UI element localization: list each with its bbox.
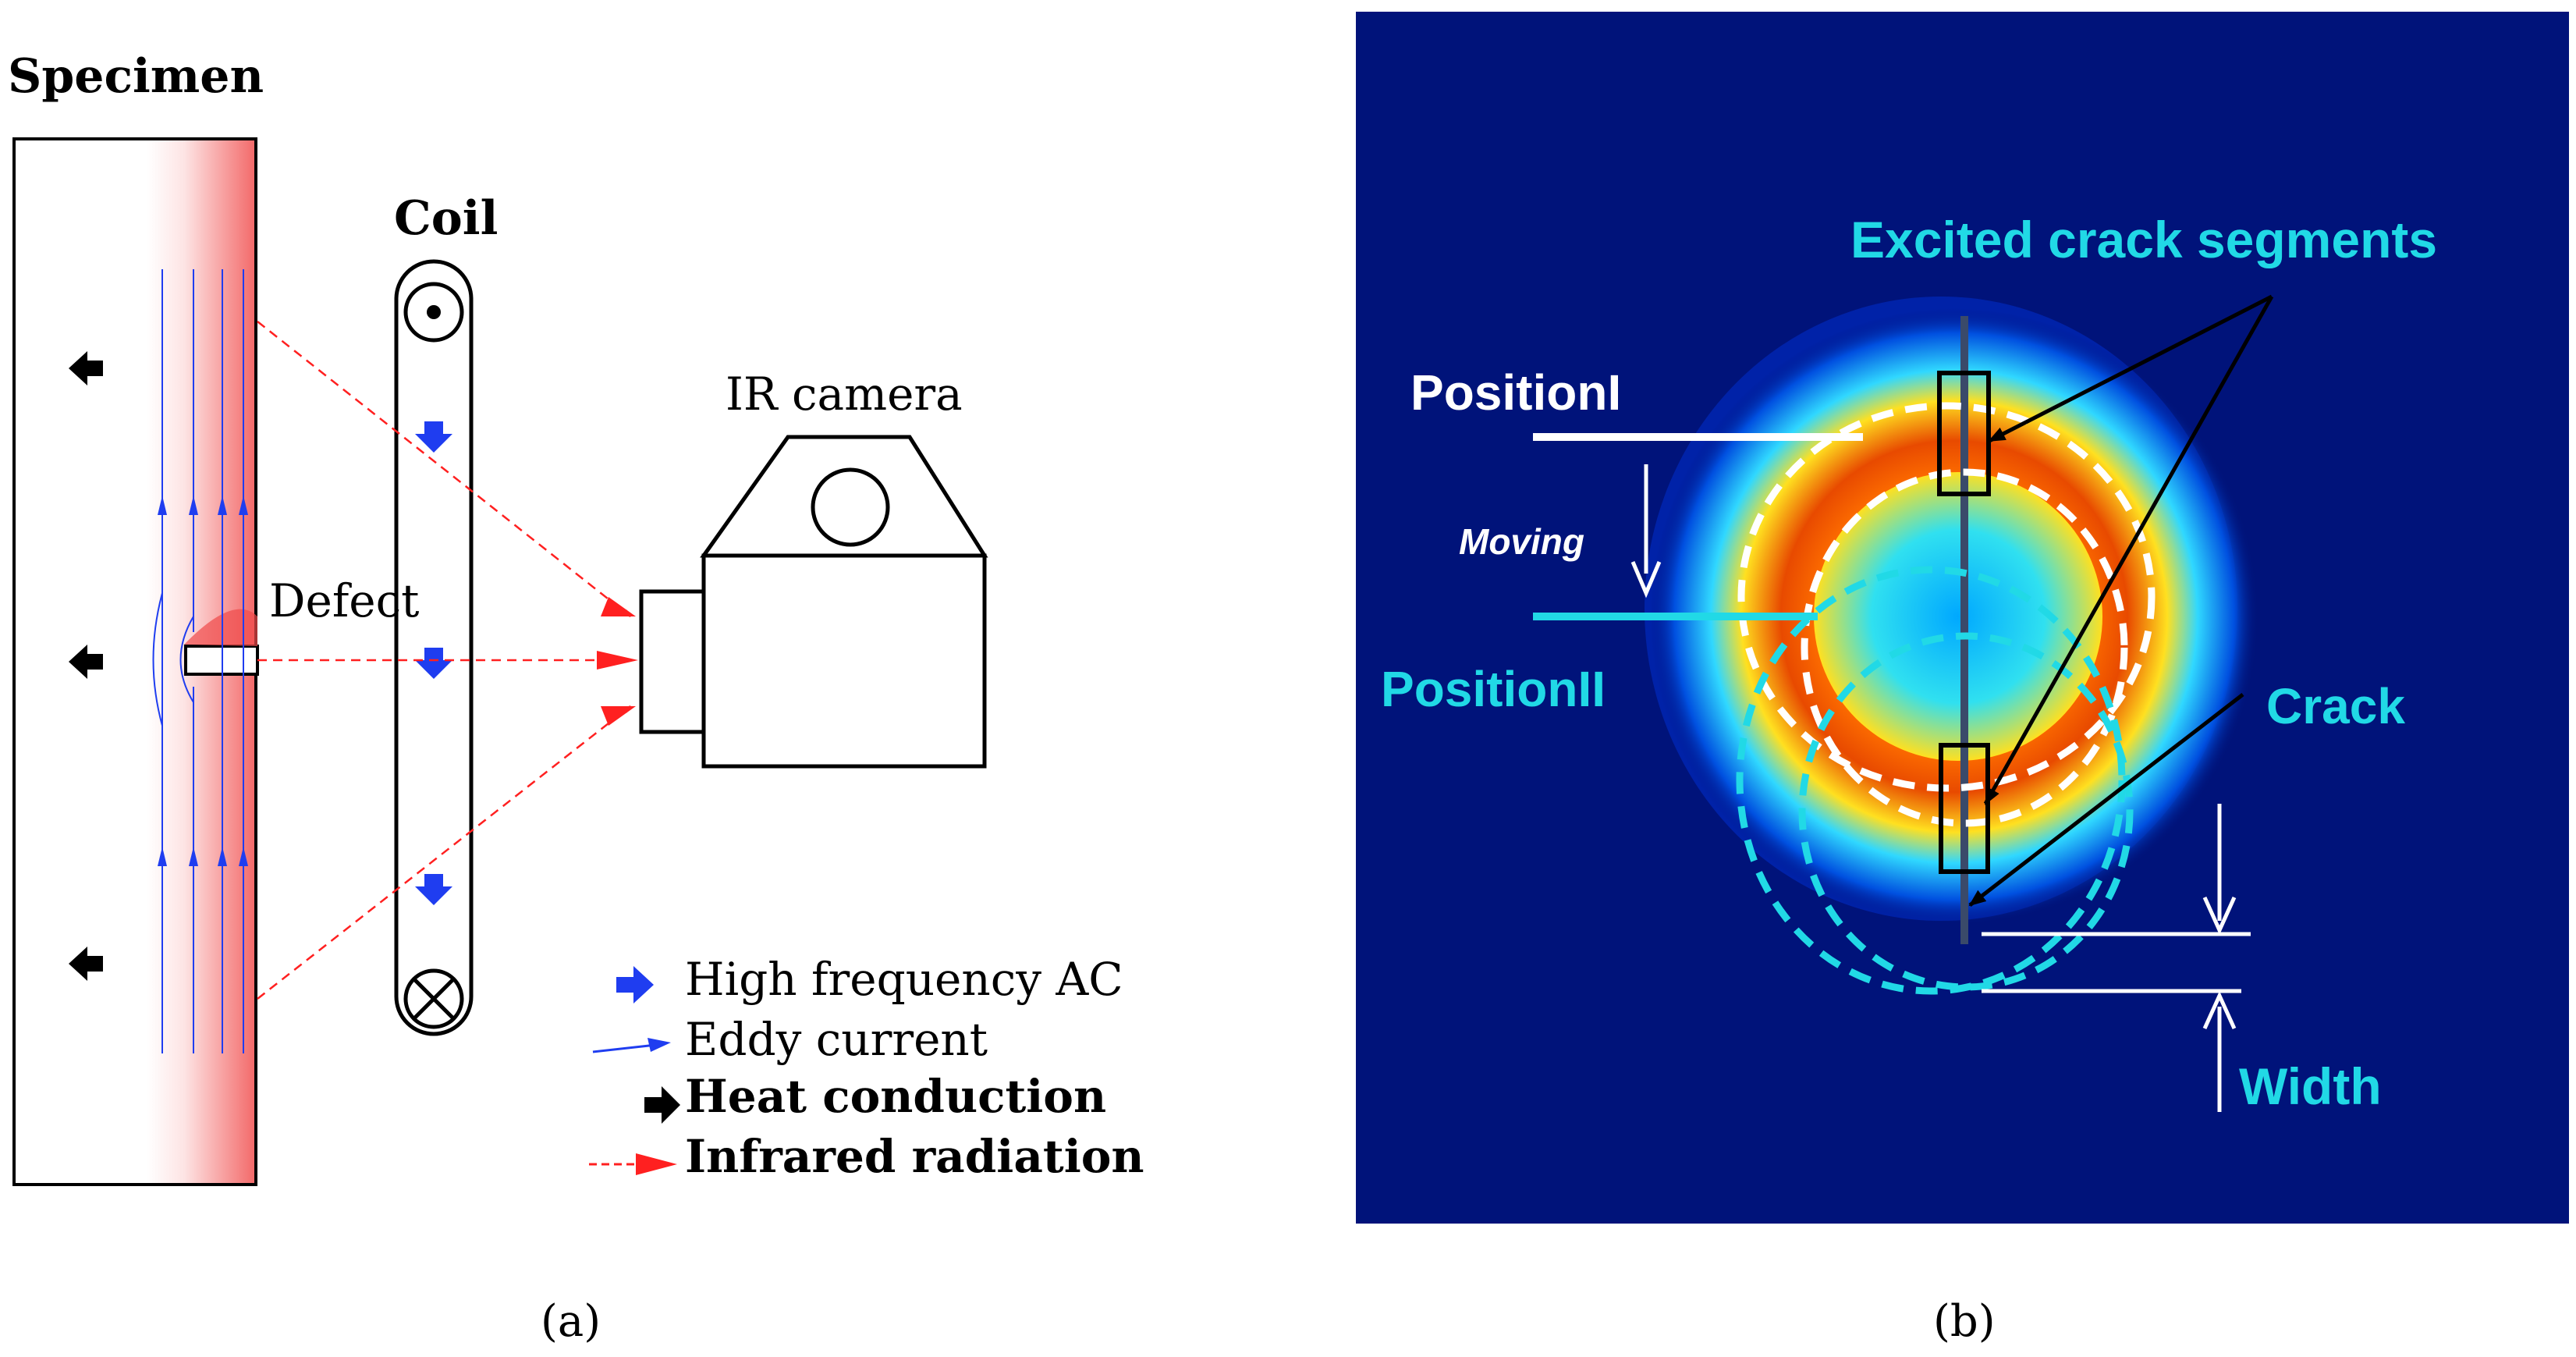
coil-position-2 bbox=[1736, 566, 2134, 995]
coil-current-arrows bbox=[415, 421, 452, 905]
excited-pointer-arrows bbox=[1983, 294, 2274, 805]
black-block-arrow-icon bbox=[644, 1086, 680, 1124]
heat-ring-inner bbox=[1814, 472, 2102, 761]
blue-block-arrow-icon bbox=[616, 966, 654, 1004]
panel-a: Specimen bbox=[8, 49, 1144, 1347]
coil-label: Coil bbox=[394, 191, 498, 246]
crack-label: Crack bbox=[2266, 678, 2405, 734]
camera-label: IR camera bbox=[726, 368, 963, 421]
legend-eddy-current: Eddy current bbox=[685, 1013, 988, 1066]
panel-b: Excited crack segments PositionI Moving … bbox=[1356, 12, 2569, 1347]
eddy-current-lines bbox=[152, 269, 244, 1053]
caption-a: (a) bbox=[541, 1296, 601, 1347]
heat-conduction-arrows bbox=[69, 351, 103, 981]
ir-camera-icon bbox=[639, 435, 988, 769]
moving-label: Moving bbox=[1459, 521, 1584, 562]
legend-infrared-radiation: Infrared radiation bbox=[685, 1130, 1144, 1183]
position-2-label: PositionII bbox=[1381, 661, 1606, 717]
caption-b: (b) bbox=[1933, 1296, 1996, 1347]
legend-high-frequency-ac: High frequency AC bbox=[685, 953, 1123, 1006]
excited-crack-segments-label: Excited crack segments bbox=[1850, 211, 2437, 268]
infrared-rays bbox=[257, 321, 631, 1000]
excited-segment-bottom bbox=[1939, 743, 1990, 874]
crack-pointer-arrow bbox=[1968, 693, 2244, 907]
legend-heat-conduction: Heat conduction bbox=[685, 1070, 1106, 1123]
defect-heat-zone bbox=[184, 609, 257, 646]
coil-loop bbox=[394, 259, 474, 1036]
specimen-label: Specimen bbox=[8, 49, 264, 104]
width-label: Width bbox=[2239, 1057, 2382, 1115]
coil-position-1 bbox=[1737, 402, 2156, 827]
defect-label: Defect bbox=[269, 574, 419, 627]
position-1-label: PositionI bbox=[1410, 364, 1621, 421]
eddy-current-arrows bbox=[158, 496, 248, 866]
legend: High frequency AC Eddy current Heat cond… bbox=[589, 953, 1144, 1183]
